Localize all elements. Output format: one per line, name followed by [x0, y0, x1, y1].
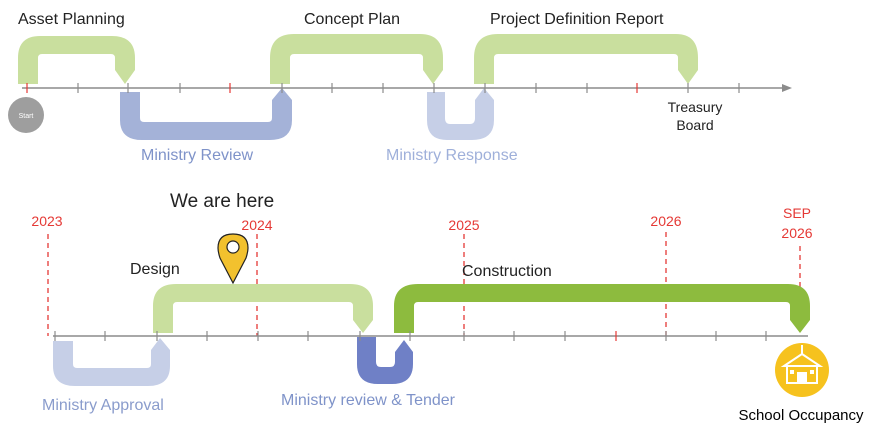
- year-2024-label: 2024: [241, 217, 272, 233]
- asset-planning-label: Asset Planning: [18, 11, 125, 28]
- ministry-review-tender-label: Ministry review & Tender: [281, 392, 456, 409]
- concept-plan-arch: [270, 34, 443, 84]
- start-label: Start: [19, 113, 34, 120]
- ministry-review-label: Ministry Review: [141, 147, 253, 164]
- row1-axis-arrowhead: [782, 84, 792, 92]
- treasury-board-label-line1: Treasury: [668, 99, 723, 115]
- project-definition-arch: [474, 34, 698, 84]
- location-pin-icon: [217, 233, 249, 285]
- row2-ticks: [54, 331, 767, 341]
- school-icon: [775, 343, 829, 397]
- ministry-response-u: [427, 88, 494, 140]
- sep-label: SEP: [783, 205, 811, 221]
- ministry-approval-label: Ministry Approval: [42, 397, 164, 414]
- construction-arch: [394, 284, 810, 333]
- ministry-response-label: Ministry Response: [386, 147, 518, 164]
- ministry-review-u: [120, 88, 292, 140]
- project-definition-label: Project Definition Report: [490, 11, 664, 28]
- we-are-here-label: We are here: [170, 191, 274, 212]
- year-2026-label: 2026: [650, 213, 681, 229]
- sep-2026-label: 2026: [781, 225, 812, 241]
- asset-planning-arch: [18, 36, 135, 84]
- start-circle-icon: [8, 97, 44, 133]
- school-occupancy-label: School Occupancy: [738, 407, 864, 424]
- ministry-review-tender-u: [357, 337, 413, 384]
- ministry-approval-u: [53, 338, 170, 386]
- concept-plan-label: Concept Plan: [304, 11, 400, 28]
- design-arch: [153, 284, 373, 333]
- year-2023-label: 2023: [31, 213, 62, 229]
- year-2025-label: 2025: [448, 217, 479, 233]
- row1-ticks: [26, 83, 740, 93]
- treasury-board-label-line2: Board: [676, 117, 713, 133]
- design-label: Design: [130, 261, 180, 278]
- construction-label: Construction: [462, 263, 552, 280]
